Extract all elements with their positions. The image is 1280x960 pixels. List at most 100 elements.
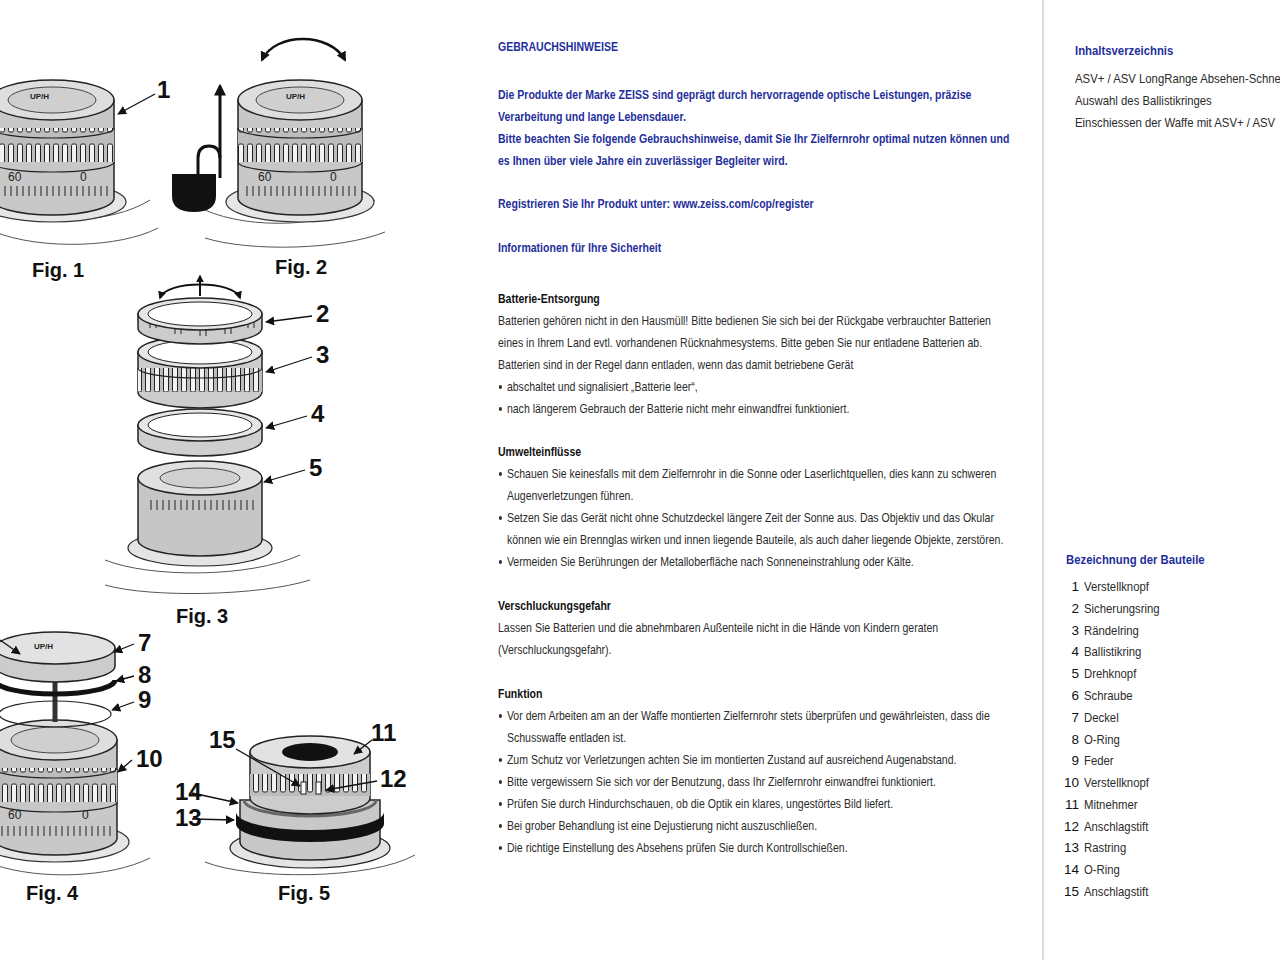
part-number: 8 xyxy=(1057,731,1079,749)
callout-number: 5 xyxy=(309,456,322,480)
bullet-item: Vor dem Arbeiten am an der Waffe montier… xyxy=(498,705,1016,749)
sub-heading: Funktion xyxy=(498,683,1016,705)
part-name: O-Ring xyxy=(1084,731,1120,749)
bullet-text: abschaltet und signalisiert „Batterie le… xyxy=(507,379,698,394)
section-heading: Informationen für Ihre Sicherheit xyxy=(498,237,1016,259)
callout-number: 13 xyxy=(175,806,202,830)
bullet-text: Bei grober Behandlung ist eine Dejustier… xyxy=(507,818,817,833)
bullet-dot xyxy=(499,802,502,806)
bullet-item: Setzen Sie das Gerät nicht ohne Schutzde… xyxy=(498,507,1016,551)
bullet-text: Bitte vergewissern Sie sich vor der Benu… xyxy=(507,774,936,789)
dial-marking: 0 xyxy=(82,808,89,822)
toc-heading: Inhaltsverzeichnis xyxy=(1075,42,1173,60)
bullet-item: Bitte vergewissern Sie sich vor der Benu… xyxy=(498,771,1016,793)
bullet-item: Vermeiden Sie Berührungen der Metallober… xyxy=(498,551,1016,573)
callout-number: 8 xyxy=(138,663,151,687)
part-name: Ballistikring xyxy=(1084,643,1141,661)
part-name: Anschlagstift xyxy=(1084,883,1148,901)
part-number: 12 xyxy=(1057,818,1079,836)
dial-marking: 0 xyxy=(80,170,87,184)
bullet-dot xyxy=(499,516,502,520)
part-name: Schraube xyxy=(1084,687,1133,705)
bullet-item: Schauen Sie keinesfalls mit dem Zielfern… xyxy=(498,463,1016,507)
dial-marking: 60 xyxy=(8,170,21,184)
part-number: 1 xyxy=(1057,578,1079,596)
bullet-item: Zum Schutz vor Verletzungen achten Sie i… xyxy=(498,749,1016,771)
part-number: 2 xyxy=(1057,600,1079,618)
figure-label: Fig. 2 xyxy=(275,256,327,278)
part-name: Drehknopf xyxy=(1084,665,1136,683)
parts-heading: Bezeichnung der Bauteile xyxy=(1066,551,1205,569)
dial-marking: 60 xyxy=(258,170,271,184)
register-note: Registrieren Sie Ihr Produkt unter: www.… xyxy=(498,193,1016,215)
bullet-item: Die richtige Einstellung des Absehens pr… xyxy=(498,837,1016,859)
part-number: 9 xyxy=(1057,752,1079,770)
part-number: 4 xyxy=(1057,643,1079,661)
bullet-text: Vor dem Arbeiten am an der Waffe montier… xyxy=(507,708,990,745)
callout-number: 3 xyxy=(316,343,329,367)
part-number: 3 xyxy=(1057,622,1079,640)
part-number: 10 xyxy=(1057,774,1079,792)
bullet-dot xyxy=(499,846,502,850)
cap-marking: UP/H xyxy=(286,92,305,101)
bullet-text: Prüfen Sie durch Hindurchschauen, ob die… xyxy=(507,796,893,811)
part-name: Anschlagstift xyxy=(1084,818,1148,836)
bullet-text: Zum Schutz vor Verletzungen achten Sie i… xyxy=(507,752,957,767)
part-name: Mitnehmer xyxy=(1084,796,1138,814)
callout-number: 2 xyxy=(316,302,329,326)
bullet-text: Die richtige Einstellung des Absehens pr… xyxy=(507,840,848,855)
part-number: 6 xyxy=(1057,687,1079,705)
part-name: Sicherungsring xyxy=(1084,600,1160,618)
bullet-dot xyxy=(499,758,502,762)
callout-number: 11 xyxy=(371,721,396,745)
part-name: Verstellknopf xyxy=(1084,774,1149,792)
part-number: 5 xyxy=(1057,665,1079,683)
figure-label: Fig. 5 xyxy=(278,882,330,904)
callout-number: 15 xyxy=(209,728,236,752)
callout-number: 10 xyxy=(136,747,163,771)
part-number: 13 xyxy=(1057,839,1079,857)
bullet-dot xyxy=(499,780,502,784)
bullet-item: Bei grober Behandlung ist eine Dejustier… xyxy=(498,815,1016,837)
sub-heading: Verschluckungsgefahr xyxy=(498,595,1016,617)
part-name: Feder xyxy=(1084,752,1114,770)
bullet-item: Prüfen Sie durch Hindurchschauen, ob die… xyxy=(498,793,1016,815)
bullet-dot xyxy=(499,385,502,389)
callout-number: 14 xyxy=(175,780,202,804)
bullet-text: nach längerem Gebrauch der Batterie nich… xyxy=(507,401,849,416)
bullet-dot xyxy=(499,407,502,411)
page-title: GEBRAUCHSHINWEISE xyxy=(498,36,1016,58)
figure-label: Fig. 3 xyxy=(176,605,228,627)
bullet-dot xyxy=(499,714,502,718)
intro-text: Bitte beachten Sie folgende Gebrauchshin… xyxy=(498,128,1016,172)
bullet-item: nach längerem Gebrauch der Batterie nich… xyxy=(498,398,1016,420)
bullet-dot xyxy=(499,472,502,476)
bullet-dot xyxy=(499,824,502,828)
part-name: Deckel xyxy=(1084,709,1119,727)
bullet-dot xyxy=(499,560,502,564)
part-number: 7 xyxy=(1057,709,1079,727)
callout-number: 4 xyxy=(311,402,324,426)
bullet-text: Schauen Sie keinesfalls mit dem Zielfern… xyxy=(507,466,996,503)
part-number: 11 xyxy=(1057,796,1079,814)
part-name: Rändelring xyxy=(1084,622,1139,640)
callout-number: 9 xyxy=(138,688,151,712)
figure-label: Fig. 4 xyxy=(26,882,78,904)
part-name: Rastring xyxy=(1084,839,1126,857)
callout-number: 7 xyxy=(138,631,151,655)
figure-label: Fig. 1 xyxy=(32,259,84,281)
body-text: Batterien gehören nicht in den Hausmüll!… xyxy=(498,310,1016,376)
bullet-item: abschaltet und signalisiert „Batterie le… xyxy=(498,376,1016,398)
intro-text: Die Produkte der Marke ZEISS sind gepräg… xyxy=(498,84,1016,128)
sub-heading: Batterie-Entsorgung xyxy=(498,288,1016,310)
part-name: O-Ring xyxy=(1084,861,1120,879)
dial-marking: 0 xyxy=(330,170,337,184)
part-number: 15 xyxy=(1057,883,1079,901)
toc-entry: ASV+ / ASV LongRange Absehen-Schne xyxy=(1075,70,1280,88)
bullet-text: Setzen Sie das Gerät nicht ohne Schutzde… xyxy=(507,510,1003,547)
text-column: GEBRAUCHSHINWEISE Die Produkte der Marke … xyxy=(498,36,1016,859)
part-number: 14 xyxy=(1057,861,1079,879)
dial-marking: 60 xyxy=(8,808,21,822)
sub-heading: Umwelteinflüsse xyxy=(498,441,1016,463)
